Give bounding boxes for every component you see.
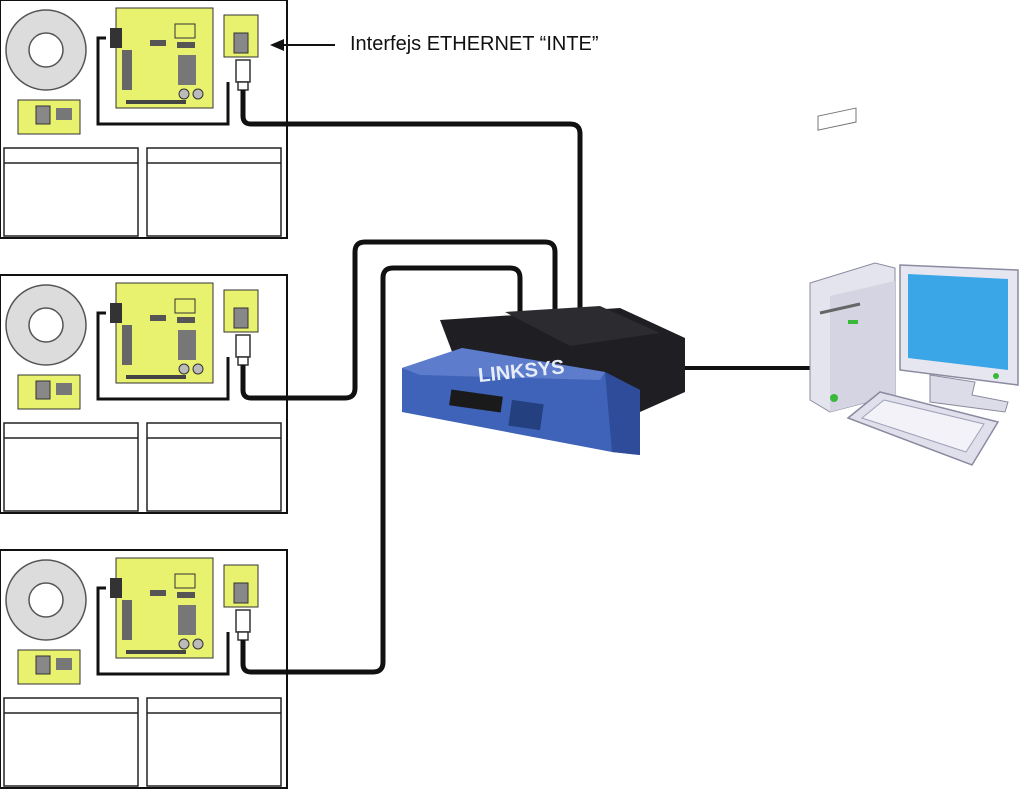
keyboard-icon [846,391,1000,466]
router-icon: LINKSYS [402,306,685,455]
ethernet-cable-2 [240,239,558,401]
ethernet-cable-1 [240,90,583,312]
ethernet-cable-3 [240,265,523,675]
desktop-computer-icon [809,107,1019,413]
arrow-left-icon [270,39,335,51]
ethernet-interface-callout-label: Interfejs ETHERNET “INTE” [350,33,599,55]
